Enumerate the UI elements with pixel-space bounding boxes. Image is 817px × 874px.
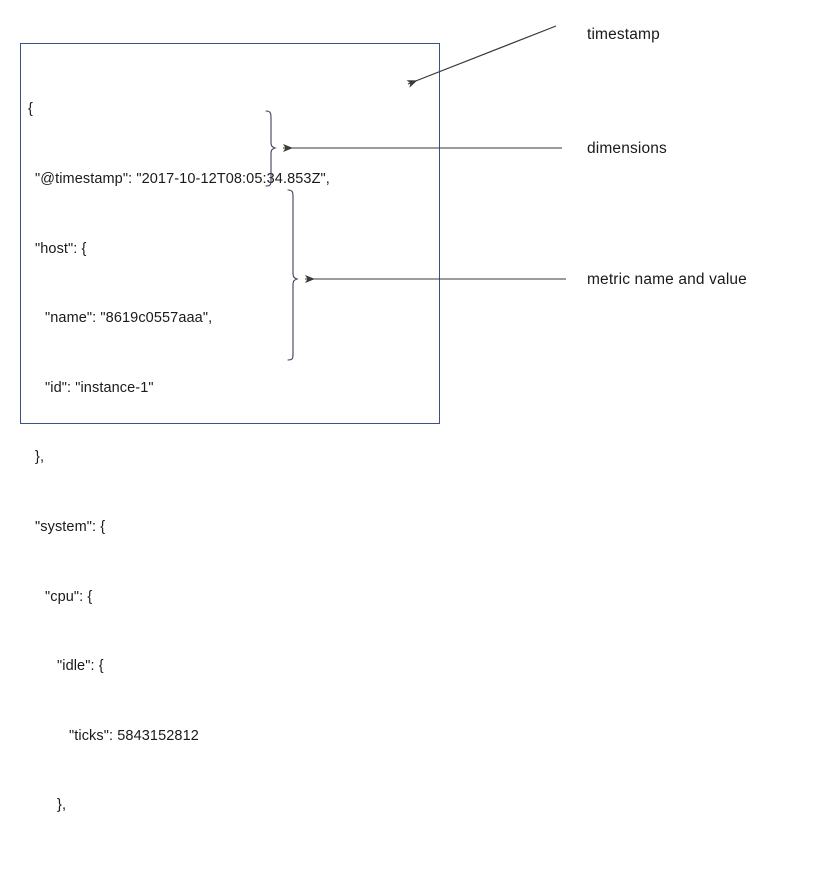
callout-label-metric: metric name and value: [587, 271, 747, 288]
json-line-host-id: "id": "instance-1": [45, 379, 154, 396]
json-document-box: [20, 43, 440, 424]
json-line-cpu-open: "cpu": {: [45, 588, 93, 605]
json-line-host-open: "host": {: [35, 240, 87, 257]
json-line-idle-open: "idle": {: [57, 658, 104, 675]
json-line-ticks: "ticks": 5843152812: [69, 727, 199, 744]
json-line-system-open: "system": {: [35, 518, 106, 535]
json-line-host-name: "name": "8619c0557aaa",: [45, 310, 213, 327]
json-line: {: [28, 101, 33, 118]
json-line-host-close: },: [35, 449, 45, 466]
diagram-canvas: { "@timestamp": "2017-10-12T08:05:34.853…: [20, 25, 747, 874]
json-line-idle-close: },: [57, 797, 67, 814]
callout-label-dimensions: dimensions: [587, 140, 667, 157]
json-code-block: { "@timestamp": "2017-10-12T08:05:34.853…: [28, 52, 428, 874]
json-line-ellipsis: …: [28, 864, 428, 874]
callout-label-timestamp: timestamp: [587, 26, 660, 43]
json-line-timestamp: "@timestamp": "2017-10-12T08:05:34.853Z"…: [35, 171, 330, 187]
